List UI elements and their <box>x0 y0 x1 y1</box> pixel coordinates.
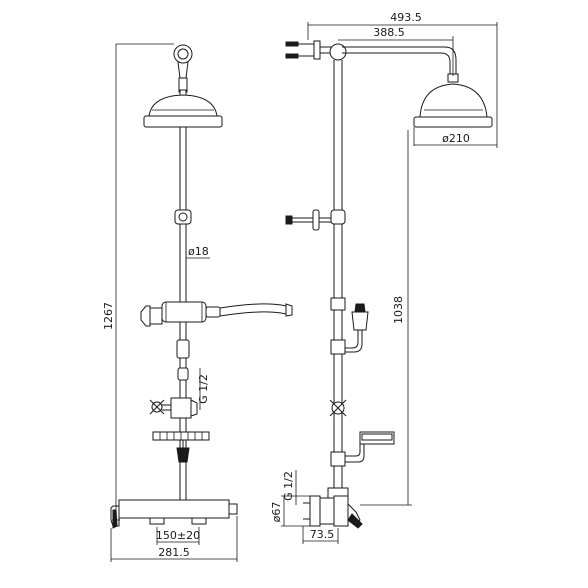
front-shower-head <box>143 89 223 128</box>
dim-center-distance-label: 150±20 <box>156 529 200 542</box>
dim-head-diameter: ø210 <box>413 127 497 146</box>
side-soap-dish <box>330 431 395 467</box>
dim-overall-height-label: 1267 <box>102 302 115 330</box>
dim-thread-front-label: G 1/2 <box>197 374 210 404</box>
front-wall-bracket <box>173 44 193 93</box>
side-mid-bracket <box>285 209 331 231</box>
dim-thread-side: G 1/2 <box>282 470 297 505</box>
dim-riser-diameter-label: ø18 <box>188 245 209 258</box>
dim-overall-height: 1267 <box>102 43 174 521</box>
side-diverter-valve <box>329 399 347 417</box>
side-mixer-body <box>303 487 363 529</box>
front-soap-basket <box>152 431 210 463</box>
dim-riser-height: 1038 <box>360 130 412 506</box>
side-shower-head <box>413 83 493 128</box>
side-riser-pipe <box>330 72 346 488</box>
dim-thread-side-label: G 1/2 <box>282 471 295 501</box>
side-top-arm <box>285 40 459 83</box>
dim-head-diameter-label: ø210 <box>442 132 470 145</box>
dim-arm-length: 388.5 <box>338 26 454 76</box>
front-slide-holder <box>174 209 192 225</box>
dim-inlet-depth-label: 73.5 <box>310 528 335 541</box>
dim-total-width: 493.5 <box>307 11 498 148</box>
dim-arm-length-label: 388.5 <box>373 26 405 39</box>
side-view: 493.5 388.5 ø210 1038 G 1/2 <box>270 11 498 544</box>
front-diverter-valve <box>149 397 198 419</box>
side-handshower-holder <box>330 303 369 355</box>
dim-inlet-depth: 73.5 <box>302 526 339 544</box>
dim-bottom-front: 150±20 281.5 <box>110 516 238 562</box>
dim-total-width-label: 493.5 <box>390 11 422 24</box>
dim-body-width-label: 281.5 <box>158 546 190 559</box>
dim-inlet-diameter: ø67 <box>270 495 310 527</box>
dim-thread-front: G 1/2 <box>197 368 210 410</box>
front-mixer-body <box>110 499 238 529</box>
dim-inlet-diameter-label: ø67 <box>270 502 283 523</box>
front-view: 1267 ø18 G 1/2 150±20 281.5 <box>102 43 293 562</box>
dim-riser-diameter: ø18 <box>186 245 210 259</box>
front-hand-shower <box>140 301 293 327</box>
dim-riser-height-label: 1038 <box>392 296 405 324</box>
